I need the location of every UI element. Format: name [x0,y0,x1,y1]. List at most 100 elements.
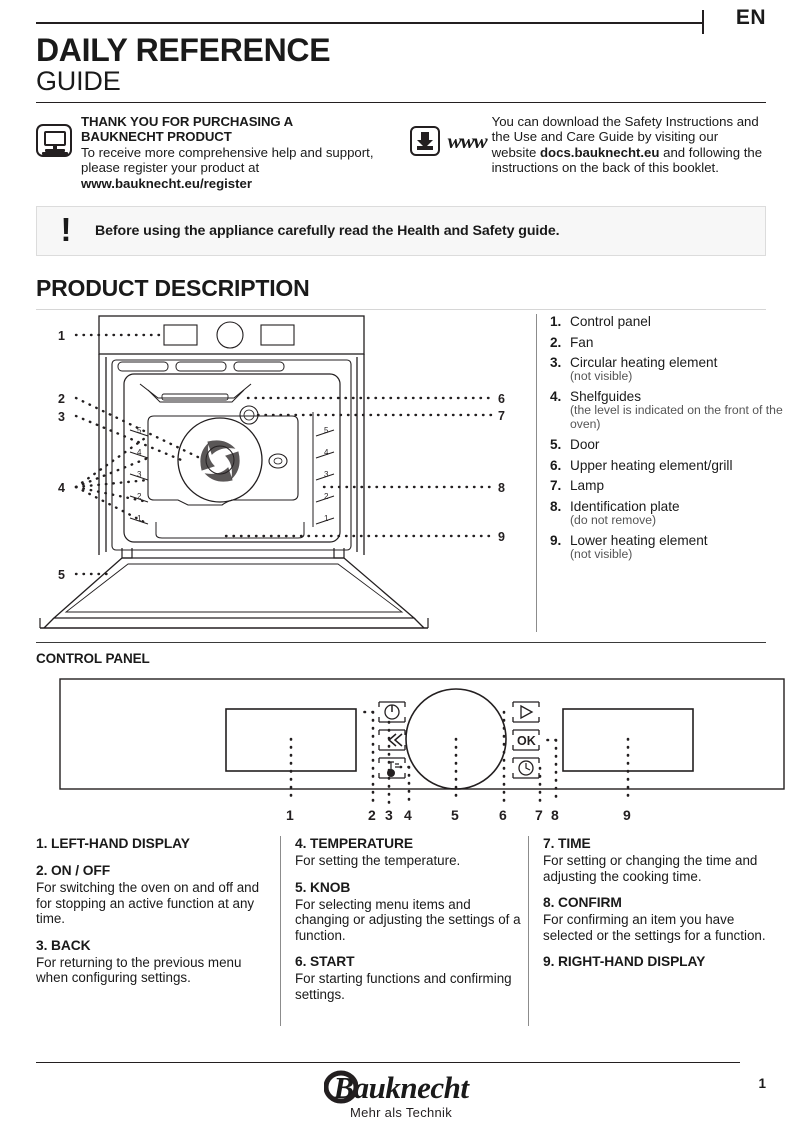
parts-list: 1. Control panel 2. Fan 3. Circular heat… [536,314,802,633]
page-subtitle: GUIDE [36,65,121,96]
description-title: 8. CONFIRM [543,895,622,911]
svg-text:1: 1 [324,514,329,523]
download-body-2: and following the instructions on the ba… [491,144,763,176]
description-block: 8. CONFIRM For confirming an item you ha… [543,895,766,943]
list-item-number: 1. [550,314,562,330]
figure-callout-4: 4 [58,481,65,495]
language-code: EN [735,6,766,29]
list-item-number: 6. [550,457,562,473]
list-item: 5. Door [550,437,802,452]
description-body: For selecting menu items and changing or… [295,896,521,943]
product-description-heading: PRODUCT DESCRIPTION [36,275,310,302]
download-icon [409,125,440,156]
list-item-note: (the level is indicated on the front of … [570,403,783,431]
cp-callout-6: 6 [499,807,507,823]
description-body: For returning to the previous menu when … [36,954,242,986]
cp-callout-4: 4 [404,807,412,823]
list-item-label: Fan [570,334,594,350]
description-title: 5. KNOB [295,879,351,895]
list-item-label: Identification plate(do not remove) [570,498,680,527]
list-item-label: Lower heating element(not visible) [570,532,708,561]
download-text: You can download the Safety Instructions… [492,114,766,191]
thank-you-heading-1: THANK YOU FOR PURCHASING A [81,113,294,129]
product-description-rule [36,309,766,311]
svg-text:4: 4 [137,448,142,457]
page-footer: Bauknecht Mehr als Technik 1 [36,1062,766,1134]
thank-you-body: To receive more comprehensive help and s… [81,144,374,176]
figure-callout-7: 7 [498,409,505,423]
footer-rule [36,1062,740,1063]
svg-text:4: 4 [324,448,329,457]
description-title: 9. RIGHT-HAND DISPLAY [543,954,706,970]
description-block: 2. ON / OFF For switching the oven on an… [36,863,268,927]
svg-text:3: 3 [324,470,329,479]
cp-callout-9: 9 [623,807,631,823]
register-link[interactable]: www.bauknecht.eu/register [81,175,252,191]
description-title: 7. TIME [543,836,591,852]
description-title: 3. BACK [36,937,91,953]
description-title: 2. ON / OFF [36,863,111,879]
download-block: www You can download the Safety Instruct… [409,114,766,191]
list-item-label: Shelfguides(the level is indicated on th… [570,389,802,431]
list-item: 7. Lamp [550,478,802,493]
page-title: DAILY REFERENCE [36,32,331,68]
top-rule-tick [702,10,704,34]
list-item: 3. Circular heating element(not visible) [550,355,802,384]
control-panel-diagram: OK 1 2 3 4 [36,675,785,823]
svg-text:3: 3 [137,470,142,479]
brand-name: Bauknecht [324,1070,469,1104]
description-body: For setting the temperature. [295,853,461,869]
cp-callout-5: 5 [451,807,459,823]
cp-callout-7: 7 [535,807,543,823]
description-column-3: 7. TIME For setting or changing the time… [528,836,766,1027]
description-title: 4. TEMPERATURE [295,836,413,852]
description-column-1: 1. LEFT-HAND DISPLAY 2. ON / OFF For swi… [36,836,280,1026]
description-block: 1. LEFT-HAND DISPLAY [36,836,268,852]
cp-callout-2: 2 [368,807,376,823]
page-number: 1 [758,1076,766,1091]
cp-callout-8: 8 [551,807,559,823]
figure-callout-3: 3 [58,410,65,424]
brand-logo: Bauknecht Mehr als Technik [36,1070,766,1120]
list-item: 1. Control panel [550,314,802,329]
list-item-note: (do not remove) [570,512,657,527]
list-item-note: (not visible) [570,546,633,561]
figure-callout-2: 2 [58,392,65,406]
list-item-number: 8. [550,498,562,514]
list-item: 4. Shelfguides(the level is indicated on… [550,389,802,431]
figure-callout-9: 9 [498,530,505,544]
download-body-1: You can download the Safety Instructions… [491,113,759,160]
safety-warning-text: Before using the appliance carefully rea… [95,223,560,240]
description-block: 7. TIME For setting or changing the time… [543,836,766,884]
description-block: 6. START For starting functions and conf… [295,954,528,1002]
docs-link[interactable]: docs.bauknecht.eu [540,144,660,160]
list-item-number: 9. [550,532,562,548]
svg-text:OK: OK [517,734,536,748]
description-column-2: 4. TEMPERATURE For setting the temperatu… [280,836,528,1027]
description-body: For confirming an item you have selected… [543,912,766,943]
logo-ring-icon [324,1070,359,1104]
list-item-number: 7. [550,478,562,494]
control-panel-descriptions: 1. LEFT-HAND DISPLAY 2. ON / OFF For swi… [36,836,766,1027]
figure-callout-8: 8 [498,481,505,495]
list-item-label: Lamp [570,478,605,494]
list-item-label: Door [570,437,600,453]
top-rule [36,22,704,24]
top-bar: EN [36,0,766,34]
safety-warning-banner: ! Before using the appliance carefully r… [36,206,766,257]
list-item-label: Control panel [570,314,651,330]
list-item-number: 3. [550,355,562,371]
list-item-number: 4. [550,389,562,405]
thank-you-text: THANK YOU FOR PURCHASING A BAUKNECHT PRO… [81,114,410,191]
list-item-note: (not visible) [570,369,633,384]
exclamation-icon: ! [60,211,72,249]
description-block: 5. KNOB For selecting menu items and cha… [295,880,528,944]
description-block: 9. RIGHT-HAND DISPLAY [543,954,766,970]
description-block: 4. TEMPERATURE For setting the temperatu… [295,836,528,869]
info-row: THANK YOU FOR PURCHASING A BAUKNECHT PRO… [36,114,766,191]
oven-diagram: 54 32 1 54 32 1 [39,315,505,629]
monitor-icon [36,123,72,157]
list-item-number: 2. [550,334,562,350]
thank-you-heading-2: BAUKNECHT PRODUCT [81,129,232,145]
description-block: 3. BACK For returning to the previous me… [36,938,268,986]
